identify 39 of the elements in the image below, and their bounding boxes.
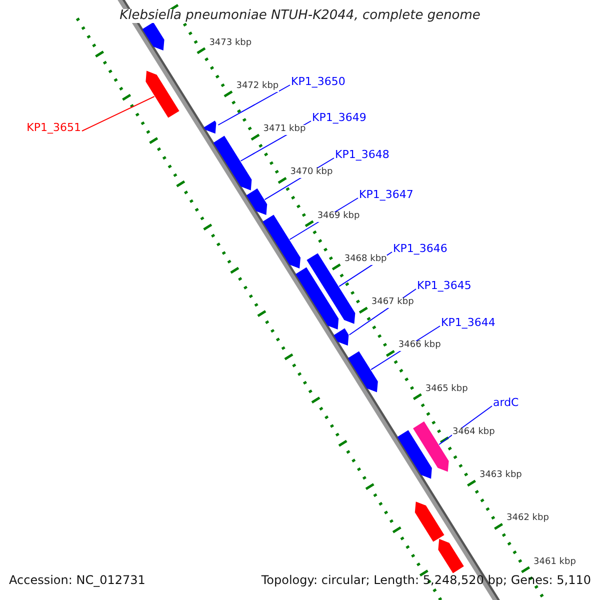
gene-feature [348,351,378,392]
genome-summary: Topology: circular; Length: 5,248,520 bp; Genes: 5,110 [261,574,591,588]
tick-label: 3471 kbp [263,125,306,136]
tick-label: 3467 kbp [371,298,414,308]
tick-label: 3461 kbp [534,558,576,568]
tick-label: 3466 kbp [398,341,441,352]
leader-line [218,84,290,126]
gene-label: KP1_3651 [26,122,81,134]
gene-feature [142,22,164,50]
tick-label: 3470 kbp [290,168,333,178]
tick-label: 3469 kbp [317,212,360,222]
tick-label: 3472 kbp [236,82,279,92]
tick-label: 3473 kbp [209,38,252,49]
gene-label: KP1_3650 [291,76,346,88]
gene-label: KP1_3645 [417,280,472,292]
gene-label: KP1_3644 [441,317,496,330]
gene-feature [413,421,449,472]
leader-line [82,96,155,132]
tick-label: 3464 kbp [452,428,495,438]
gene-feature [262,214,301,268]
accession-note: Accession: NC_012731 [9,574,146,588]
gene-feature [296,267,339,330]
gene-feature [334,328,349,346]
gene-feature [146,70,180,118]
gene-label: KP1_3647 [359,189,414,202]
gene-feature [204,120,216,134]
gene-feature [213,136,252,190]
gene-label: KP1_3646 [393,243,448,256]
gene-feature [397,430,432,479]
gene-feature [414,502,444,542]
tick-label: 3468 kbp [344,254,387,265]
gene-feature [438,538,464,574]
gene-label: KP1_3648 [335,149,390,162]
gene-feature [246,188,268,215]
gene-label: KP1_3649 [312,112,366,124]
tick-label: 3465 kbp [425,384,468,395]
tick-label: 3462 kbp [506,514,549,524]
gene-label: ardC [493,397,519,410]
tick-label: 3463 kbp [479,471,522,482]
